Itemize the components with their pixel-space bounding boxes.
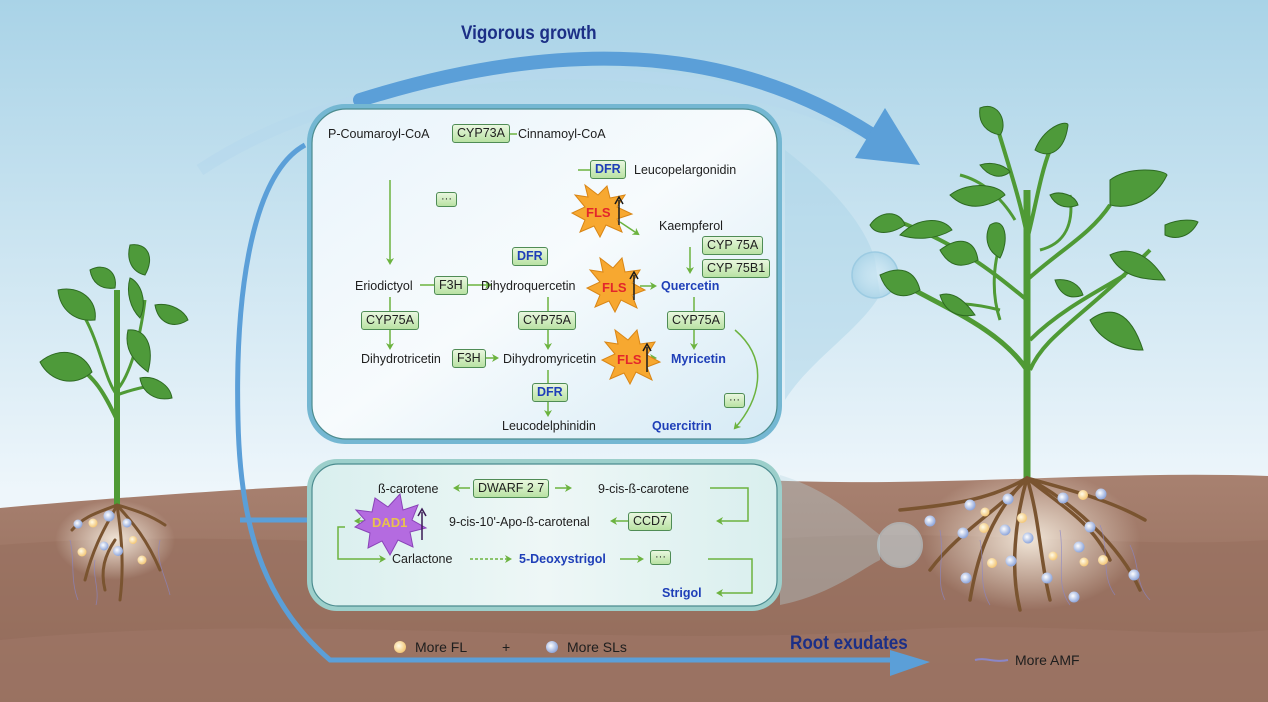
sl-legend-dot-icon — [546, 641, 558, 653]
compound-p-coumaroyl-coa: P-Coumaroyl-CoA — [328, 127, 430, 141]
compound-apo-carotenal: 9-cis-10'-Apo-ß-carotenal — [449, 515, 590, 529]
vigorous-growth-arrowhead-icon — [855, 108, 920, 165]
enzyme-cyp-75a: CYP 75A — [702, 236, 764, 255]
fls-burst-icon — [570, 183, 634, 239]
compound-quercetin: Quercetin — [661, 279, 720, 293]
enzyme-dwarf27: DWARF 2 7 — [473, 479, 550, 498]
compound-dihydroquercetin: Dihydroquercetin — [481, 279, 576, 293]
legend-more-sls: More SLs — [567, 639, 627, 655]
root-exudates-title: Root exudates — [790, 633, 908, 654]
enzyme-dad1: DAD1 — [372, 515, 408, 530]
compound-cinnamoyl-coa: Cinnamoyl-CoA — [518, 127, 606, 141]
compound-leucopelargonidin: Leucopelargonidin — [634, 163, 737, 177]
enzyme-fls: FLS — [617, 352, 642, 367]
strigolactone-pathway-arrows — [337, 484, 753, 597]
legend-more-amf: More AMF — [1015, 652, 1080, 668]
fl-legend-dot-icon — [394, 641, 406, 653]
flavonoid-pathway-panel — [311, 108, 778, 440]
compound-eriodictyol: Eriodictyol — [355, 279, 413, 293]
dad1-burst-icon — [353, 492, 428, 557]
compound-myricetin: Myricetin — [671, 352, 726, 366]
legend-more-fl: More FL — [415, 639, 468, 655]
legend-plus: + — [502, 639, 511, 655]
compound-dihydrotricetin: Dihydrotricetin — [361, 352, 441, 366]
root-exudates-arrowhead-icon — [890, 650, 930, 676]
root-magnifier — [877, 522, 923, 568]
compound-strigol: Strigol — [662, 586, 702, 600]
enzyme-ccd7: CCD7 — [628, 512, 673, 531]
enzyme-cyp75a: CYP75A — [361, 311, 419, 330]
upregulated-arrow-icon — [614, 195, 652, 372]
fls-burst-icon — [585, 256, 647, 314]
strigolactone-pathway-panel — [311, 463, 778, 607]
compound-carlactone: Carlactone — [392, 552, 453, 566]
enzyme-unspecified: ··· — [436, 192, 457, 207]
enzyme-unspecified: ··· — [650, 550, 671, 565]
compound-leucodelphinidin: Leucodelphinidin — [502, 419, 596, 433]
enzyme-unspecified: ··· — [724, 393, 745, 408]
enzyme-fls: FLS — [586, 205, 611, 220]
enzyme-dfr: DFR — [590, 160, 626, 179]
compound-dihydromyricetin: Dihydromyricetin — [503, 352, 597, 366]
enzyme-cyp73a: CYP73A — [452, 124, 510, 143]
root-exudates-connector — [235, 142, 900, 663]
amf-legend-hypha-icon — [974, 658, 1009, 662]
compound-5-deoxystrigol: 5-Deoxystrigol — [519, 552, 606, 566]
enzyme-cyp-75b1: CYP 75B1 — [702, 259, 771, 278]
large-plant — [869, 105, 1199, 612]
enzyme-dfr: DFR — [532, 383, 568, 402]
enzyme-f3h: F3H — [452, 349, 486, 368]
enzyme-fls: FLS — [602, 280, 627, 295]
enzyme-f3h: F3H — [434, 276, 468, 295]
vigorous-growth-title: Vigorous growth — [461, 23, 597, 44]
vigorous-growth-arrow — [353, 51, 887, 147]
compound-quercitrin: Quercitrin — [652, 419, 712, 433]
compound-kaempferol: Kaempferol — [659, 219, 723, 233]
small-plant — [39, 244, 189, 606]
enzyme-cyp75a: CYP75A — [518, 311, 576, 330]
enzyme-dfr: DFR — [512, 247, 548, 266]
compound-9-cis-b-carotene: 9-cis-ß-carotene — [598, 482, 689, 496]
compound-b-carotene: ß-carotene — [378, 482, 439, 496]
enzyme-cyp75a: CYP75A — [667, 311, 725, 330]
